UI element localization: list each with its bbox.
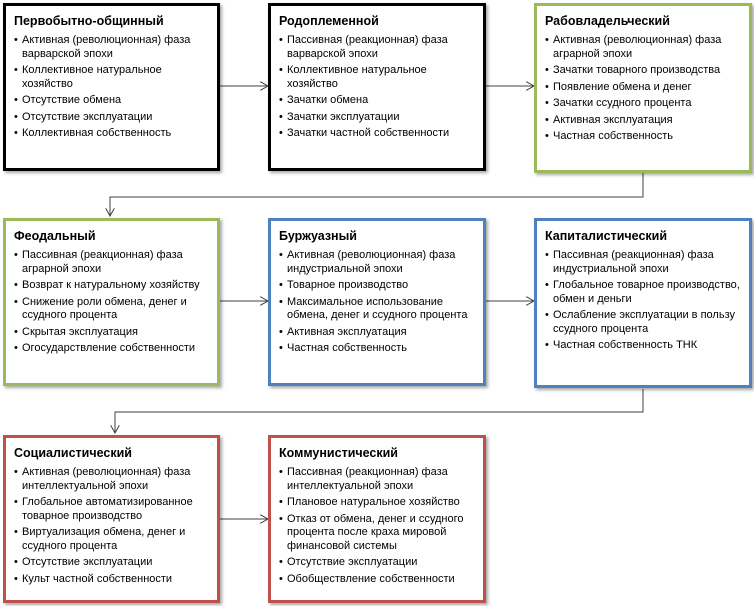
box-kommunistichesky: Коммунистический Пассивная (реакционная)… xyxy=(268,435,486,603)
list-item: Появление обмена и денег xyxy=(545,81,743,95)
list-item: Частная собственность xyxy=(545,130,743,144)
list-item: Плановое натуральное хозяйство xyxy=(279,496,477,510)
list-item: Максимальное использование обмена, денег… xyxy=(279,296,477,323)
list-item: Отказ от обмена, денег и ссудного процен… xyxy=(279,513,477,554)
list-item: Активная (революционная) фаза аграрной э… xyxy=(545,34,743,61)
list-item: Активная (революционная) фаза варварской… xyxy=(14,34,211,61)
list-item: Отсутствие эксплуатации xyxy=(14,111,211,125)
box-pervobytno: Первобытно-общинный Активная (революцион… xyxy=(3,3,220,171)
list-item: Скрытая эксплуатация xyxy=(14,326,211,340)
list-item: Частная собственность xyxy=(279,342,477,356)
box-burzhuazny: Буржуазный Активная (революционная) фаза… xyxy=(268,218,486,386)
list-item: Отсутствие обмена xyxy=(14,94,211,108)
box-title: Буржуазный xyxy=(279,229,357,243)
list-item: Коллективная собственность xyxy=(14,127,211,141)
list-item: Активная (революционная) фаза индустриал… xyxy=(279,249,477,276)
list-item: Коллективное натуральное хозяйство xyxy=(14,64,211,91)
list-item: Коллективное натуральное хозяйство xyxy=(279,64,477,91)
list-item: Товарное производство xyxy=(279,279,477,293)
box-title: Капиталистический xyxy=(545,229,668,243)
list-item: Зачатки обмена xyxy=(279,94,477,108)
list-item: Зачатки ссудного процента xyxy=(545,97,743,111)
list-item: Огосударствление собственности xyxy=(14,342,211,356)
list-item: Снижение роли обмена, денег и ссудного п… xyxy=(14,296,211,323)
list-item: Пассивная (реакционная) фаза интеллектуа… xyxy=(279,466,477,493)
box-rabovladelchesky: Рабовладельческий Активная (революционна… xyxy=(534,3,752,173)
box-title: Рабовладельческий xyxy=(545,14,670,28)
box-title: Феодальный xyxy=(14,229,96,243)
list-item: Отсутствие эксплуатации xyxy=(279,556,477,570)
arrow-rabovladelchesky-to-feodalny xyxy=(110,173,644,216)
box-kapitalistichesky: Капиталистический Пассивная (реакционная… xyxy=(534,218,752,388)
list-item: Глобальное автоматизированное товарное п… xyxy=(14,496,211,523)
box-socialistichesky: Социалистический Активная (революционная… xyxy=(3,435,220,603)
list-item: Активная эксплуатация xyxy=(545,114,743,128)
list-item: Возврат к натуральному хозяйству xyxy=(14,279,211,293)
list-item: Пассивная (реакционная) фаза варварской … xyxy=(279,34,477,61)
list-item: Частная собственность ТНК xyxy=(545,339,743,353)
list-item: Зачатки товарного производства xyxy=(545,64,743,78)
box-title: Социалистический xyxy=(14,446,132,460)
list-item: Глобальное товарное производство, обмен … xyxy=(545,279,743,306)
list-item: Обобществление собственности xyxy=(279,573,477,587)
list-item: Пассивная (реакционная) фаза индустриаль… xyxy=(545,249,743,276)
list-item: Зачатки частной собственности xyxy=(279,127,477,141)
list-item: Виртуализация обмена, денег и ссудного п… xyxy=(14,526,211,553)
box-feodalny: Феодальный Пассивная (реакционная) фаза … xyxy=(3,218,220,386)
box-title: Коммунистический xyxy=(279,446,398,460)
list-item: Активная (революционная) фаза интеллекту… xyxy=(14,466,211,493)
list-item: Ослабление эксплуатации в пользу ссудног… xyxy=(545,309,743,336)
box-rodoplemennoy: Родоплеменной Пассивная (реакционная) фа… xyxy=(268,3,486,171)
list-item: Активная эксплуатация xyxy=(279,326,477,340)
list-item: Зачатки эксплуатации xyxy=(279,111,477,125)
arrow-kapitalistichesky-to-socialistichesky xyxy=(115,389,644,433)
list-item: Отсутствие эксплуатации xyxy=(14,556,211,570)
box-title: Родоплеменной xyxy=(279,14,379,28)
list-item: Культ частной собственности xyxy=(14,573,211,587)
box-title: Первобытно-общинный xyxy=(14,14,164,28)
list-item: Пассивная (реакционная) фаза аграрной эп… xyxy=(14,249,211,276)
